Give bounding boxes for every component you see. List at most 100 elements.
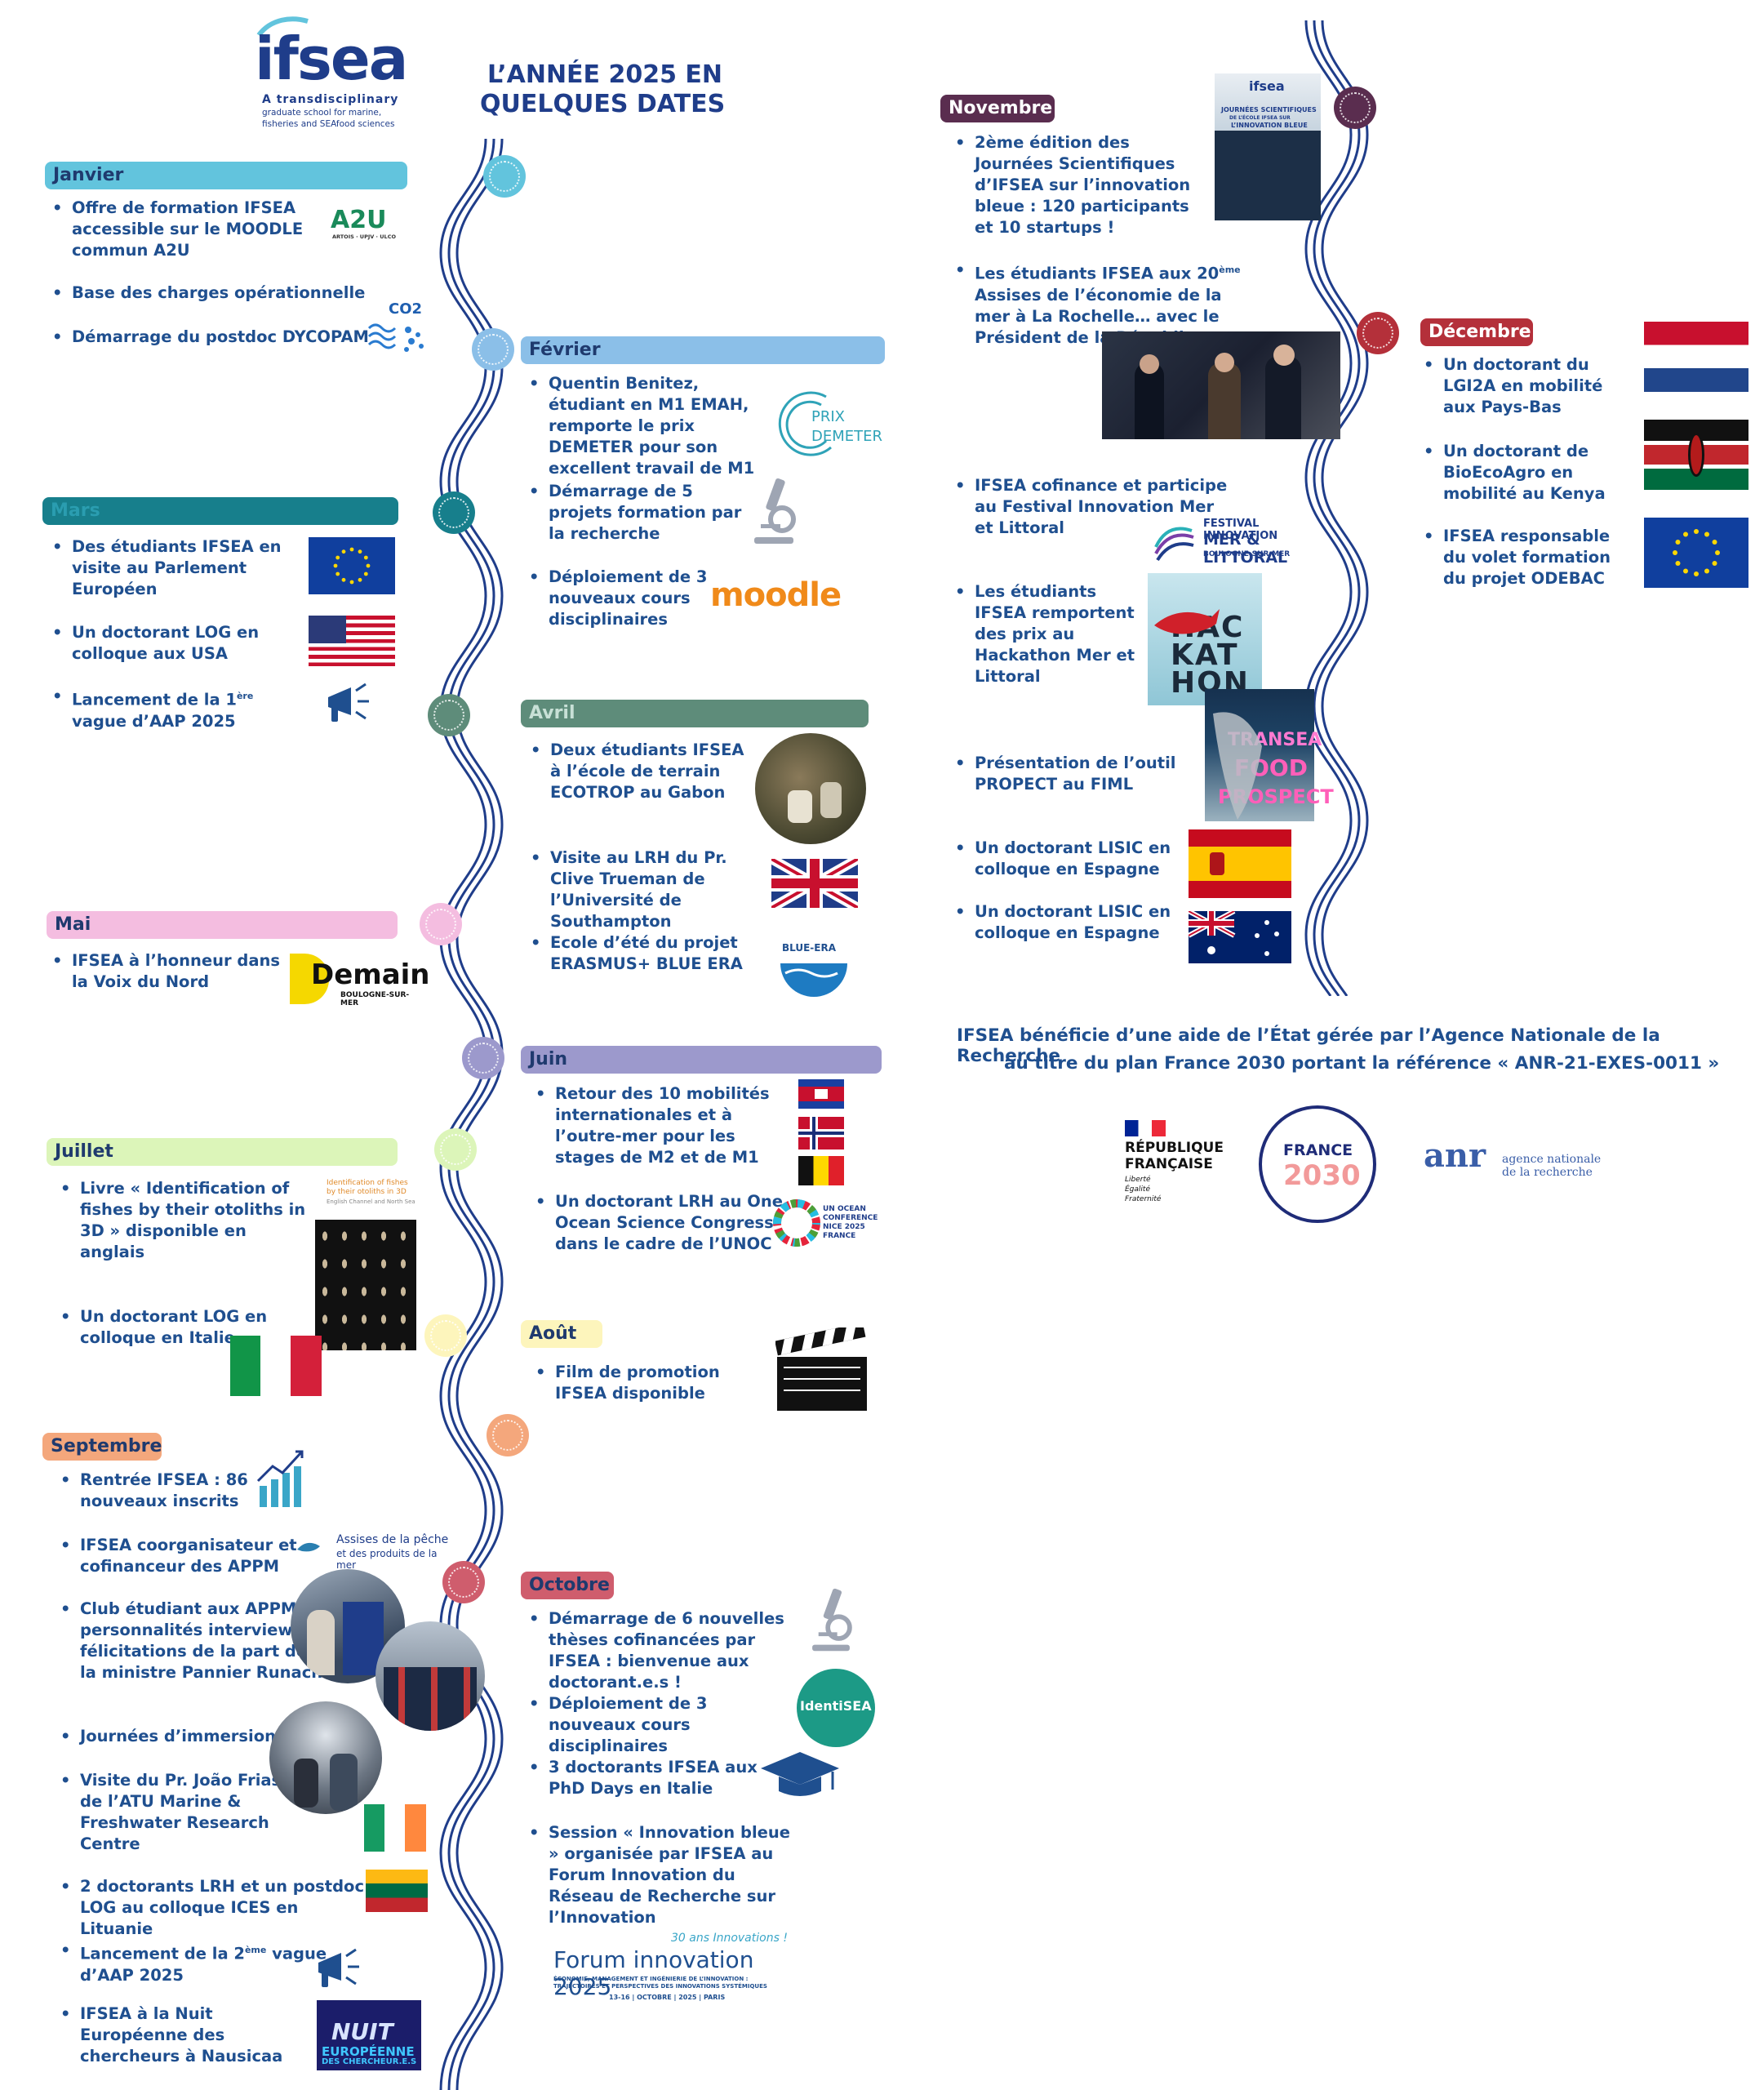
event-item: IFSEA à la Nuit Européenne des chercheur… [60,2003,317,2067]
event-item: Les étudiants IFSEA remportent des prix … [955,581,1146,687]
funding-line2: au titre du plan France 2030 portant la … [1004,1053,1720,1074]
eu-star [1715,550,1720,555]
eu-star [333,563,338,568]
month-header-janvier: Janvier [45,162,407,189]
event-item: Présentation de l’outil PROPECT au FIML [955,753,1187,795]
republique-francaise-logo: RÉPUBLIQUE FRANÇAISE Liberté Égalité Fra… [1122,1120,1236,1210]
megaphone-icon [328,683,369,722]
month-header-mai: Mai [47,911,398,939]
blue-era-logo: BLUE-ERA [777,939,851,998]
event-item: Un doctorant LISIC en colloque en Espagn… [955,838,1187,880]
event-item: Démarrage de 6 nouvelles thèses cofinanc… [529,1608,810,1693]
timeline-snake-right [1304,20,1369,996]
event-item: Livre « Identification of fishes by thei… [60,1178,309,1263]
eu-star [1675,561,1681,566]
event-item: Démarrage de 5 projets formation par la … [529,481,744,545]
event-item: 3 doctorants IFSEA aux PhD Days en Itali… [529,1757,761,1799]
event-item: Quentin Benitez, étudiant en M1 EMAH, re… [529,373,769,479]
eu-star [1675,540,1681,545]
hackathon-poster: HAC KAT HON [1148,573,1262,705]
graduation-cap-icon [761,1752,839,1796]
eu-star [363,555,368,560]
flag-spain [1189,829,1291,898]
event-item: Session « Innovation bleue » organisée p… [529,1822,793,1928]
event-item: Un doctorant LOG en colloque en Italie [60,1306,276,1349]
event-item: Film de promotion IFSEA disponible [535,1362,767,1404]
month-header-mars: Mars [42,497,398,525]
eu-star [1704,531,1709,537]
flag-eu [1644,518,1748,588]
eu-star [1683,568,1688,574]
eu-star [335,571,340,576]
node-fevrier [472,328,514,371]
node-septembre [487,1414,529,1456]
eu-star [341,577,346,582]
event-item: Deux étudiants IFSEA à l’école de terrai… [531,740,746,803]
event-item: Démarrage du postdoc DYCOPAM [52,327,374,348]
month-header-septembre: Septembre [42,1433,162,1461]
ifsea-logo: ifsea A transdisciplinary graduate schoo… [255,15,434,137]
nuit-europeenne-logo: NUIT EUROPÉENNE DES CHERCHEUR.E.S [317,2000,421,2070]
otoliths-book-cover: Identification of fishes by their otolit… [315,1171,416,1350]
timeline-snake-left [439,139,504,2090]
event-item: IFSEA à l’honneur dans la Voix du Nord [52,950,300,993]
microscope-icon [812,1588,852,1652]
clapperboard-icon [775,1327,867,1411]
month-header-octobre: Octobre [521,1572,614,1599]
flag-cambodia [798,1079,844,1109]
event-item: Les étudiants IFSEA aux 20ème Assises de… [955,260,1260,349]
eu-star [341,549,346,554]
flag-lithuania [366,1870,428,1912]
assises-peche-logo: Assises de la pêche et des produits de l… [294,1530,457,1571]
eu-star [1694,571,1699,576]
megaphone-icon [318,1948,359,1987]
event-item: IFSEA responsable du volet formation du … [1424,526,1623,589]
event-item: Un doctorant LISIC en colloque en Espagn… [955,901,1187,944]
node-aout [424,1314,467,1357]
event-item: Ecole d’été du projet ERASMUS+ BLUE ERA [531,932,746,975]
flag-uk [771,859,858,908]
flag-belgium [798,1156,844,1185]
month-header-aout: Août [521,1320,602,1348]
france-2030-logo: FRANCE 2030 [1259,1105,1376,1223]
node-novembre [1334,87,1376,129]
eu-star [1712,561,1717,566]
event-item: Lancement de la 1ère vague d’AAP 2025 [52,686,309,732]
journees-scientifiques-poster: ifsea JOURNÉES SCIENTIFIQUES DE L’ÉCOLE … [1215,73,1321,220]
demain-logo: Demain BOULOGNE-SUR-MER [290,954,430,1007]
flag-netherlands [1644,322,1748,392]
month-header-avril: Avril [521,700,869,727]
festival-innovation-logo: FESTIVAL INNOVATION MER & LITTORAL BOULO… [1149,514,1321,567]
node-mars [433,491,475,534]
forum-innovation-logo: 30 ans Innovations ! Forum innovation 20… [553,1932,788,2001]
transea-food-prospect-poster: TRANSEA FOOD PROSPECT [1205,689,1334,821]
node-avril [428,694,470,736]
eu-star [1673,550,1677,555]
photo-assises-mer [1102,331,1340,439]
funding-line1: IFSEA bénéficie d’une aide de l’État gér… [957,1025,1660,1066]
a2u-logo: A2U ARTOIS · UPJV · ULCO [331,206,396,240]
unoc-logo: UN OCEAN CONFERENCE NICE 2025 FRANCE [772,1198,878,1249]
microscope-icon [754,478,796,544]
eu-star [358,549,362,554]
event-item: Base des charges opérationnelle [52,282,374,304]
eu-star [349,580,354,585]
eu-star [366,563,371,568]
event-item: Des étudiants IFSEA en visite au Parleme… [52,536,300,600]
event-item: Offre de formation IFSEA accessible sur … [52,198,309,261]
identisea-logo: IdentiSEA [797,1669,875,1747]
node-juin [462,1037,504,1079]
flag-ireland [364,1804,426,1852]
event-item: Retour des 10 mobilités internationales … [535,1083,792,1168]
growth-chart-icon [256,1450,304,1507]
eu-star [1704,568,1709,574]
month-header-novembre: Novembre [940,95,1055,122]
month-header-juillet: Juillet [47,1138,398,1166]
event-item: Déploiement de 3 nouveaux cours discipli… [529,567,720,630]
co2-icon: CO2 [366,300,431,353]
page-title-line1: L’ANNÉE 2025 EN [487,60,723,89]
event-item: Un doctorant du LGI2A en mobilité aux Pa… [1424,354,1639,418]
event-item: Déploiement de 3 nouveaux cours discipli… [529,1693,793,1757]
eu-star [335,555,340,560]
month-header-fevrier: Février [521,336,885,364]
